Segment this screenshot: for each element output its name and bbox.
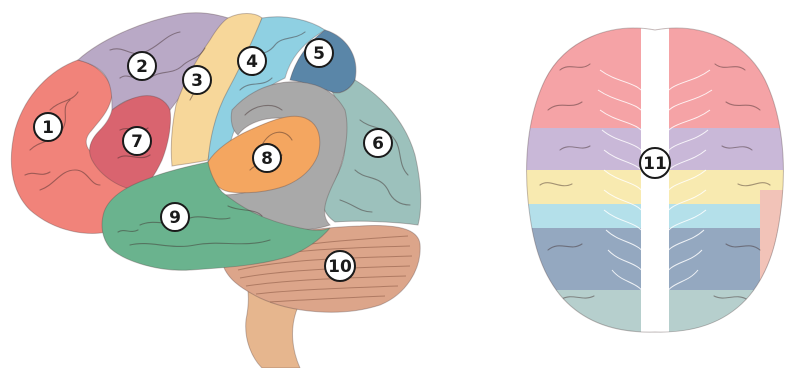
svg-text:8: 8: [261, 149, 273, 169]
marker-8: 8: [253, 144, 281, 172]
marker-9: 9: [161, 203, 189, 231]
marker-4: 4: [238, 47, 266, 75]
marker-1: 1: [34, 113, 62, 141]
marker-5: 5: [305, 39, 333, 67]
svg-text:11: 11: [643, 154, 667, 174]
svg-text:7: 7: [131, 132, 143, 152]
lateral-brain-view: 1 2 3 4 5 6 7 8: [11, 13, 420, 368]
svg-text:6: 6: [372, 134, 384, 154]
marker-10: 10: [325, 251, 355, 281]
svg-text:9: 9: [169, 208, 181, 228]
marker-7: 7: [123, 127, 151, 155]
superior-brain-view: 11: [520, 20, 789, 340]
marker-6: 6: [364, 129, 392, 157]
svg-text:3: 3: [191, 71, 203, 91]
svg-text:1: 1: [42, 118, 54, 138]
marker-2: 2: [128, 52, 156, 80]
midline-band: [641, 20, 669, 340]
svg-text:10: 10: [328, 257, 352, 277]
marker-3: 3: [183, 66, 211, 94]
svg-text:5: 5: [313, 44, 325, 64]
svg-text:2: 2: [136, 57, 148, 77]
svg-text:4: 4: [246, 52, 258, 72]
marker-11: 11: [640, 148, 670, 178]
